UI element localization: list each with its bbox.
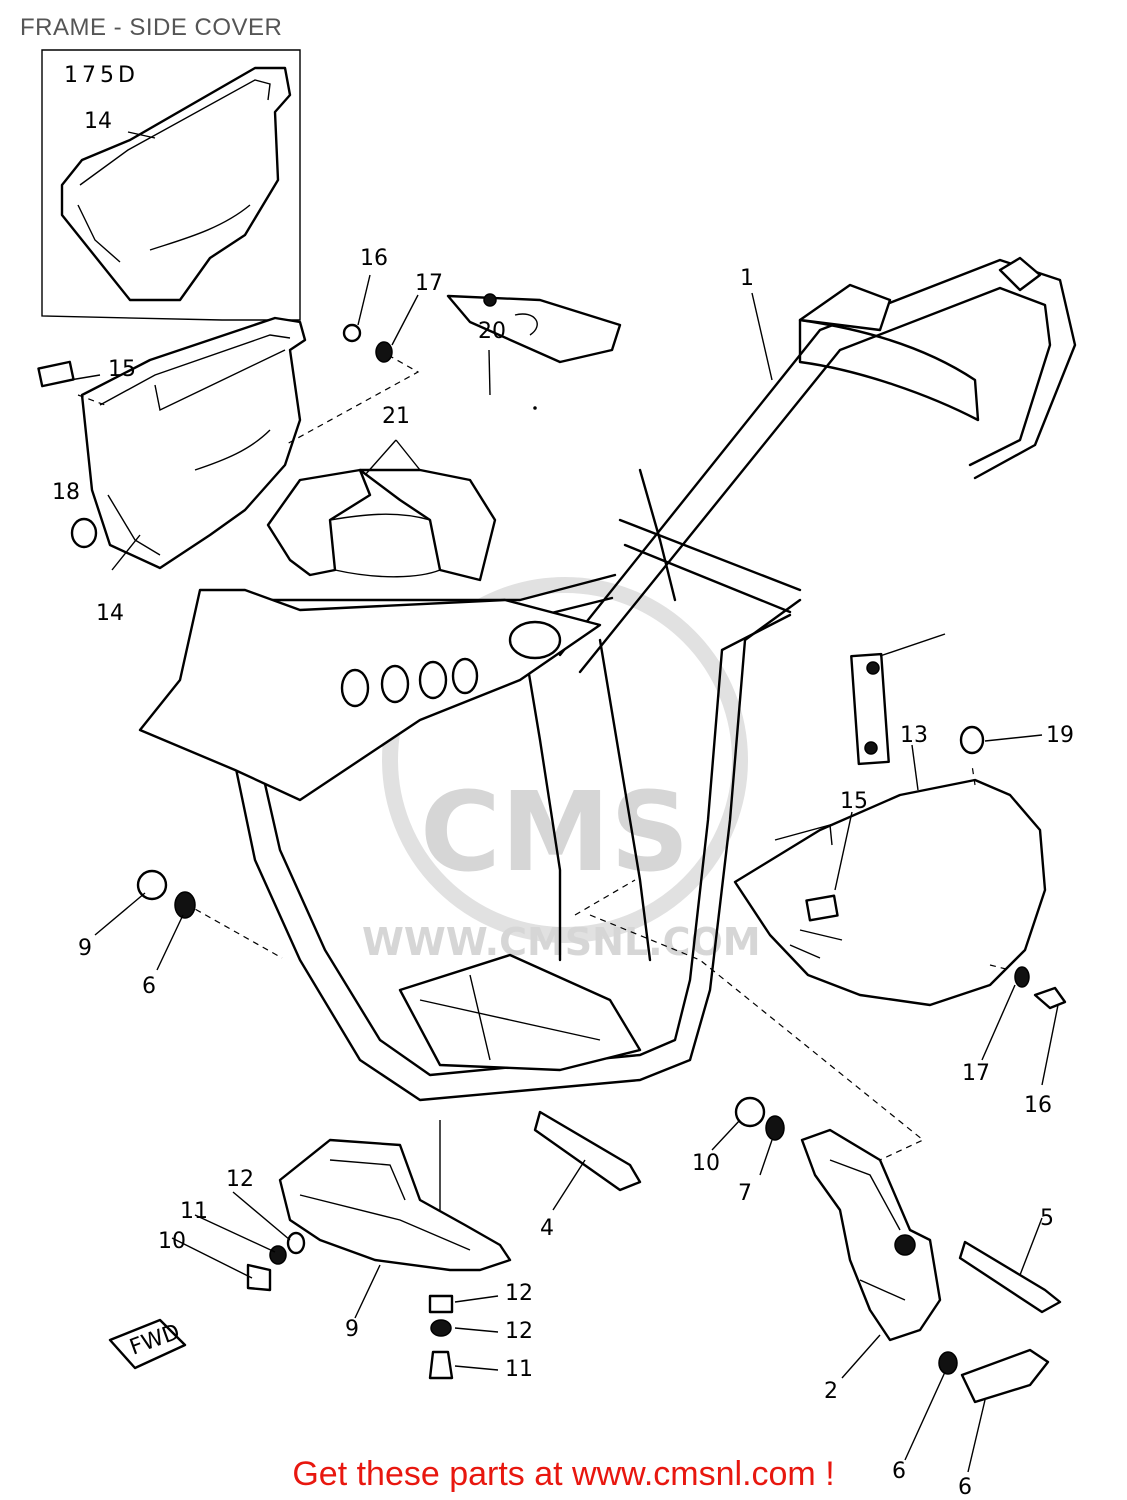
callout-11-left: 11	[180, 1199, 208, 1224]
callout-6-left: 6	[142, 974, 156, 999]
callout-5: 6	[958, 1475, 972, 1500]
callout-17-right: 17	[962, 1061, 990, 1086]
callout-16-right: 16	[1024, 1093, 1052, 1118]
fasteners	[37, 323, 1067, 1404]
callout-7-mid: 10	[692, 1151, 720, 1176]
skid-plate-9	[278, 1138, 512, 1272]
bracket-21	[850, 652, 890, 766]
callout-leaders	[69, 131, 1059, 1473]
watermark-site: WWW.CMSNL.COM	[362, 920, 761, 964]
callout-labels: 14 14 15 18 16 17 20 21 1 19 13 15 9 6 1…	[52, 109, 1074, 1500]
page-title: FRAME - SIDE COVER	[20, 14, 283, 41]
callout-12-bottom: 12	[505, 1281, 533, 1306]
get-parts-link[interactable]: Get these parts at www.cmsnl.com !	[292, 1455, 835, 1493]
callout-18-right: 19	[1046, 723, 1074, 748]
callout-11-bottom: 12	[505, 1319, 533, 1344]
fwd-arrow-tag: FWD	[108, 1318, 187, 1370]
callout-14-main: 14	[96, 601, 124, 626]
callout-12-left: 12	[226, 1167, 254, 1192]
callout-16-top: 16	[360, 246, 388, 271]
callout-18-left: 18	[52, 480, 80, 505]
callout-15-left: 15	[108, 357, 136, 382]
inset-175d: 175D	[41, 49, 301, 321]
side-cover-left	[80, 316, 307, 570]
callout-13: 13	[900, 723, 928, 748]
side-cover-inset	[60, 66, 292, 302]
callout-7-left: 9	[78, 936, 92, 961]
callout-14-inset: 14	[84, 109, 112, 134]
callout-15-right: 15	[840, 789, 868, 814]
callout-20: 21	[382, 404, 410, 429]
engine-bracket-2	[800, 1128, 942, 1342]
air-filter-bands-20	[266, 468, 497, 582]
callout-17-top: 17	[415, 271, 443, 296]
inset-label: 175D	[64, 63, 139, 88]
callout-4: 5	[1040, 1206, 1054, 1231]
callout-10-left: 10	[158, 1229, 186, 1254]
callout-19: 20	[478, 319, 506, 344]
callout-3: 4	[540, 1216, 554, 1241]
callout-2: 2	[824, 1379, 838, 1404]
callout-6-mid: 7	[738, 1181, 752, 1206]
callout-6-bottom: 6	[892, 1459, 906, 1484]
plate-19	[446, 293, 622, 410]
callout-1-frame: 1	[740, 266, 754, 291]
main-frame	[138, 256, 1077, 1102]
side-cover-right	[733, 652, 1047, 1007]
callout-10-bottom: 11	[505, 1357, 533, 1382]
callout-9: 9	[345, 1317, 359, 1342]
